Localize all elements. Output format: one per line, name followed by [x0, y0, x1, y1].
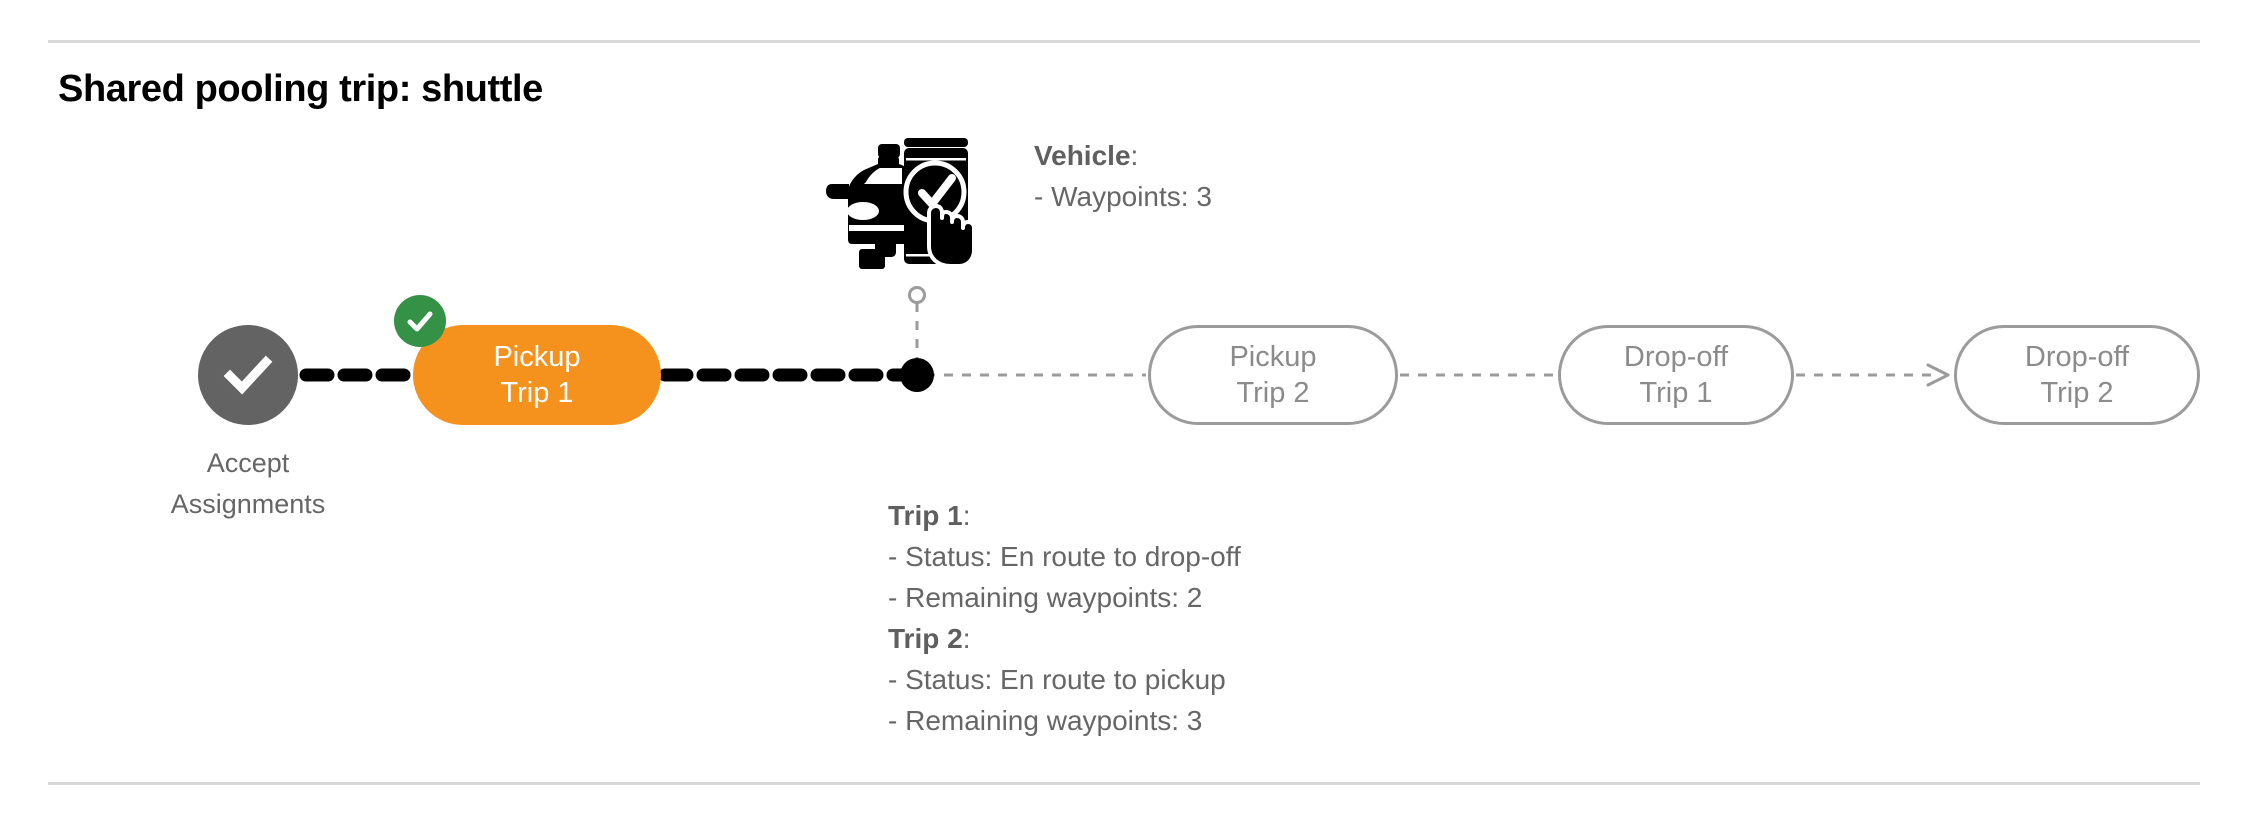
dropoff-trip1-line2: Trip 1 [1639, 377, 1713, 409]
trip1-heading-colon: : [962, 500, 971, 531]
trip1-heading-row: Trip 1: [888, 495, 1241, 536]
vehicle-heading: Vehicle [1034, 140, 1131, 171]
hollow-circle-marker-icon [908, 286, 926, 304]
vehicle-waypoints-row: - Waypoints: 3 [1034, 181, 1212, 212]
page-title: Shared pooling trip: shuttle [58, 68, 543, 110]
accept-label-line2: Assignments [170, 489, 326, 519]
current-position-dot-icon [900, 358, 934, 392]
trip1-waypoints-row: - Remaining waypoints: 2 [888, 582, 1203, 613]
trip2-heading: Trip 2 [888, 623, 963, 654]
accept-label-line1: Accept [206, 448, 290, 478]
check-icon [218, 345, 278, 405]
dropoff-trip2-line1: Drop-off [2024, 341, 2130, 373]
trip1-heading: Trip 1 [888, 500, 963, 531]
pickup-trip2-line2: Trip 2 [1236, 377, 1310, 409]
dropoff-trip2-line2: Trip 2 [2040, 377, 2114, 409]
trip2-heading-colon: : [962, 623, 971, 654]
vehicle-phone-check-icon [818, 118, 976, 273]
vehicle-heading-colon: : [1130, 140, 1139, 171]
trip2-status-row: - Status: En route to pickup [888, 664, 1226, 695]
pickup-trip1-line2: Trip 1 [500, 377, 574, 409]
timeline-node-accept-assignments-label: Accept Assignments [128, 443, 368, 525]
timeline-node-pickup-trip-2[interactable]: Pickup Trip 2 [1148, 325, 1398, 425]
trip2-heading-row: Trip 2: [888, 618, 1241, 659]
bottom-divider [48, 782, 2200, 785]
trip2-waypoints-row: - Remaining waypoints: 3 [888, 705, 1203, 736]
pickup-trip2-line1: Pickup [1229, 341, 1317, 373]
trips-info-block: Trip 1: - Status: En route to drop-off -… [888, 495, 1241, 741]
timeline-node-pickup-trip-1[interactable]: Pickup Trip 1 [413, 325, 661, 425]
vehicle-info-block: Vehicle: - Waypoints: 3 [1034, 135, 1212, 217]
timeline-node-dropoff-trip-2[interactable]: Drop-off Trip 2 [1954, 325, 2200, 425]
vehicle-heading-row: Vehicle: [1034, 135, 1212, 176]
pickup-trip1-line1: Pickup [493, 341, 581, 373]
timeline-node-accept-assignments[interactable] [198, 325, 298, 425]
path-arrowhead-icon [1926, 363, 1950, 387]
dropoff-trip1-line1: Drop-off [1623, 341, 1729, 373]
timeline-node-dropoff-trip-1[interactable]: Drop-off Trip 1 [1558, 325, 1794, 425]
trip1-status-row: - Status: En route to drop-off [888, 541, 1241, 572]
check-badge-icon [394, 295, 446, 347]
top-divider [48, 40, 2200, 43]
